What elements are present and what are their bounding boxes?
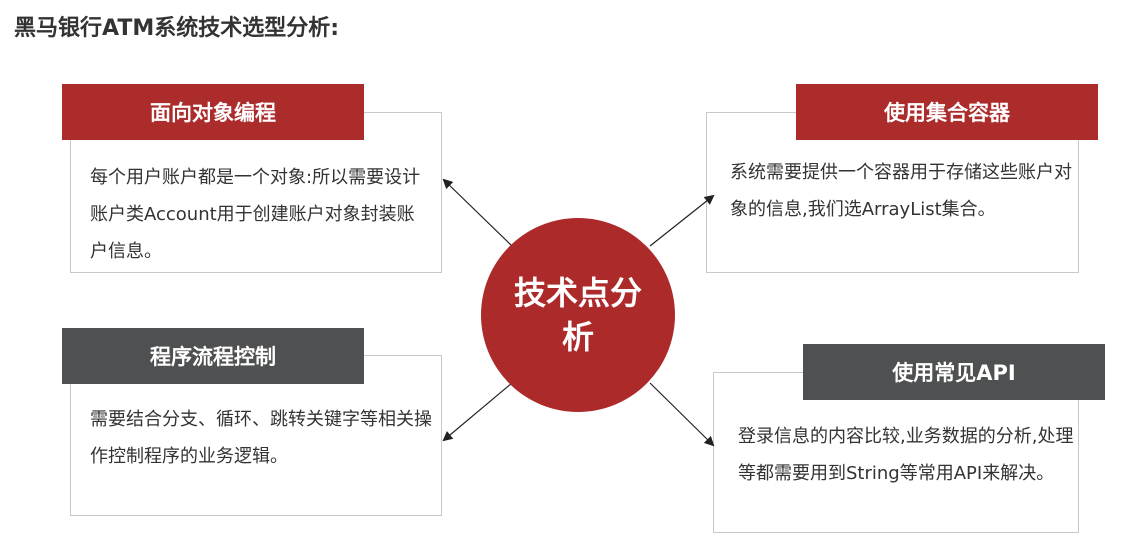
card-collection-heading: 使用集合容器 [796,84,1098,140]
card-oop-text: 每个用户账户都是一个对象:所以需要设计账户类Account用于创建账户对象封装账… [90,167,421,262]
center-circle: 技术点分析 [481,218,675,412]
arrow-to-common-api [649,382,715,447]
arrow-to-oop [442,178,513,247]
center-label: 技术点分析 [513,274,642,356]
page-title: 黑马银行ATM系统技术选型分析: [14,16,340,41]
card-oop-heading: 面向对象编程 [62,84,364,140]
card-common-api-text: 登录信息的内容比较,业务数据的分析,处理等都需要用到String等常用API来解… [738,426,1074,484]
card-flow-control-heading: 程序流程控制 [62,328,364,384]
card-collection-text: 系统需要提供一个容器用于存储这些账户对象的信息,我们选ArrayList集合。 [730,162,1072,220]
card-common-api-heading: 使用常见API [803,344,1105,400]
arrow-to-collection [649,194,715,247]
card-flow-control-text: 需要结合分支、循环、跳转关键字等相关操作控制程序的业务逻辑。 [90,409,432,467]
arrow-to-flow-control [442,382,513,442]
